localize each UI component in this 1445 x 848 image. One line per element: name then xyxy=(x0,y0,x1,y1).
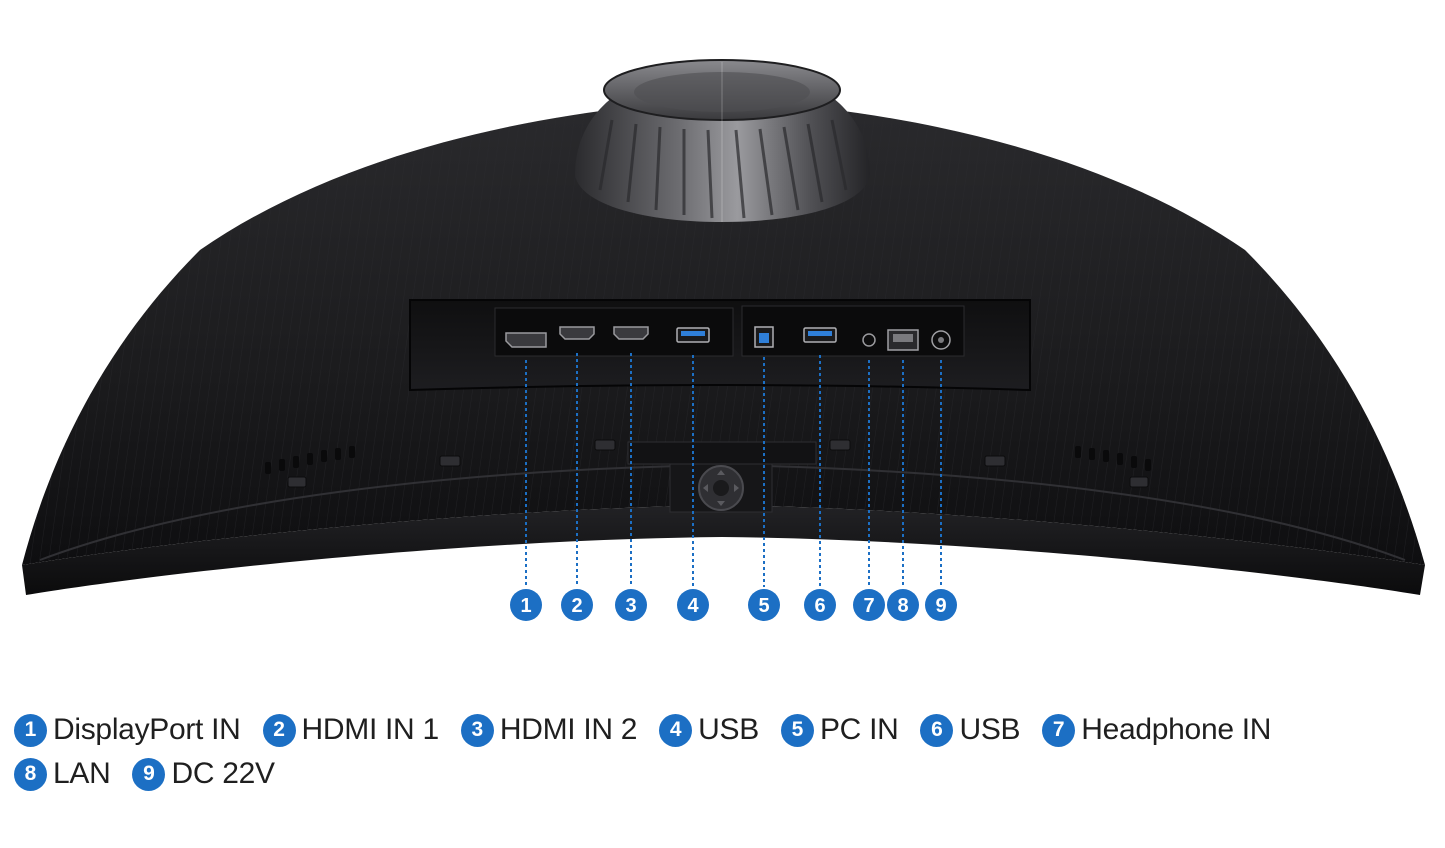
port-badge-7: 7 xyxy=(853,589,885,621)
port-badge-number-5: 5 xyxy=(758,595,769,617)
legend-item-displayport: 1 DisplayPort IN xyxy=(14,713,241,747)
port-panel-right xyxy=(741,305,965,357)
legend-item-dc-power: 9 DC 22V xyxy=(132,757,275,791)
legend-item-usb-a: 4 USB xyxy=(659,713,759,747)
port-badge-number-1: 1 xyxy=(520,595,531,617)
port-badge-2: 2 xyxy=(561,589,593,621)
legend-label-headphone: Headphone IN xyxy=(1081,713,1272,746)
stand-neck-knob xyxy=(575,59,870,222)
legend-label-dc-power: DC 22V xyxy=(171,757,275,790)
port-usb-a-4 xyxy=(676,327,710,343)
legend-item-hdmi-2: 3 HDMI IN 2 xyxy=(460,713,638,747)
legend-item-usb-b: 6 USB xyxy=(920,713,1021,747)
legend-label-usb-b: USB xyxy=(959,713,1021,746)
badge-1: 1 xyxy=(14,713,47,747)
legend-item-lan: 8 LAN xyxy=(14,757,111,791)
legend-row-2: 8 LAN 9 DC 22V xyxy=(14,752,1434,796)
port-badge-8: 8 xyxy=(887,589,919,621)
legend-item-pc-in: 5 PC IN xyxy=(780,713,899,747)
vent-slots-right xyxy=(1075,446,1151,471)
legend-label-usb-a: USB xyxy=(698,713,759,746)
port-legend: 1 DisplayPort IN 2 HDMI IN 1 3 HDMI IN 2… xyxy=(14,708,1434,796)
monitor-lower-bezel xyxy=(22,505,1425,595)
port-badge-number-7: 7 xyxy=(863,595,874,617)
legend-label-displayport: DisplayPort IN xyxy=(53,713,241,746)
legend-label-lan: LAN xyxy=(53,757,111,790)
port-badge-number-3: 3 xyxy=(625,595,636,617)
badge-3: 3 xyxy=(460,713,494,747)
legend-label-pc-in: PC IN xyxy=(819,713,899,746)
port-badge-number-4: 4 xyxy=(687,595,699,617)
mounting-clips xyxy=(287,439,1149,488)
port-usb-a-6 xyxy=(803,327,837,343)
badge-6: 6 xyxy=(920,713,954,747)
port-hdmi-3 xyxy=(613,326,649,340)
port-rj45-8 xyxy=(887,329,919,351)
vent-slots-left xyxy=(265,446,355,474)
port-badge-6: 6 xyxy=(804,589,836,621)
legend-label-hdmi-1: HDMI IN 1 xyxy=(301,713,440,746)
port-badge-number-6: 6 xyxy=(814,595,825,617)
port-hdmi-2 xyxy=(559,326,595,340)
badge-9: 9 xyxy=(132,757,166,791)
port-usb-b-5 xyxy=(754,326,774,348)
legend-row-1: 1 DisplayPort IN 2 HDMI IN 1 3 HDMI IN 2… xyxy=(14,708,1434,752)
port-badge-number-9: 9 xyxy=(935,595,946,617)
joystick-control[interactable] xyxy=(627,441,817,513)
badge-4: 4 xyxy=(659,713,693,747)
legend-label-hdmi-2: HDMI IN 2 xyxy=(499,713,638,746)
port-badge-5: 5 xyxy=(748,589,780,621)
port-badge-3: 3 xyxy=(615,589,647,621)
port-badge-1: 1 xyxy=(510,589,542,621)
badge-7: 7 xyxy=(1042,713,1076,747)
badge-5: 5 xyxy=(780,713,814,747)
badge-2: 2 xyxy=(262,713,296,747)
badge-8: 8 xyxy=(14,757,47,791)
port-dc-power-9 xyxy=(931,330,951,350)
legend-item-headphone: 7 Headphone IN xyxy=(1042,713,1271,747)
port-badge-9: 9 xyxy=(925,589,957,621)
port-badge-4: 4 xyxy=(677,589,709,621)
port-badge-number-2: 2 xyxy=(571,595,582,617)
legend-item-hdmi-1: 2 HDMI IN 1 xyxy=(262,713,440,747)
port-badge-number-8: 8 xyxy=(897,595,908,617)
port-audio-jack-7 xyxy=(862,333,876,347)
port-displayport-1 xyxy=(505,332,547,348)
